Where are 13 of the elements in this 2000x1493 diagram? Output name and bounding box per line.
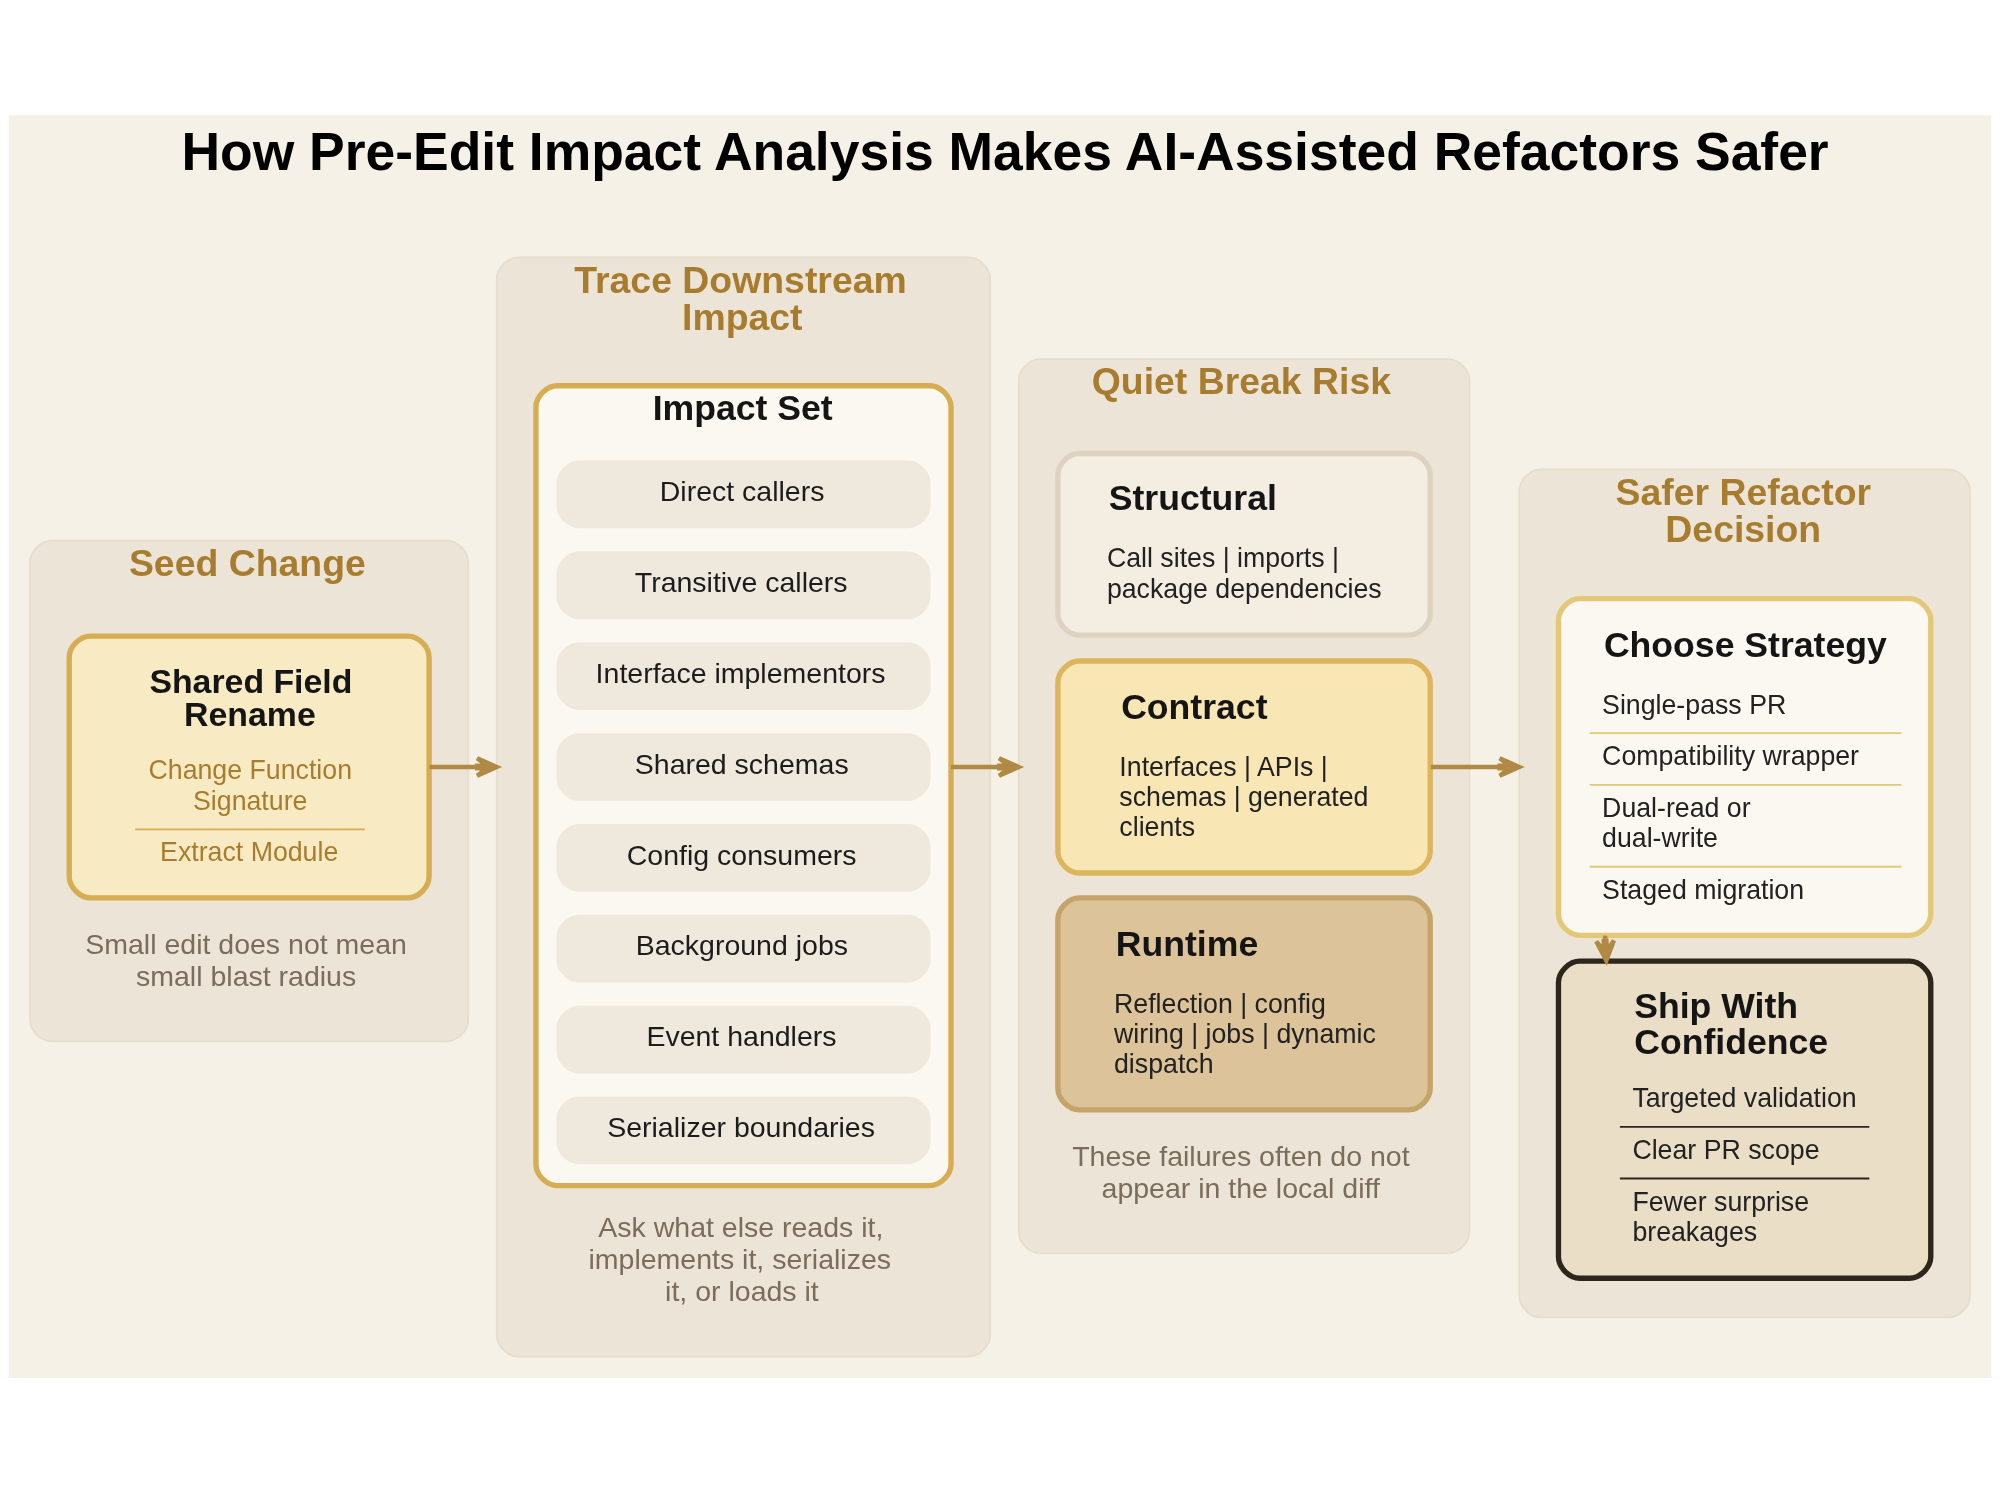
node-box: Runtime Reflection | config wiring | jobs | dynamic dispatch — [1055, 895, 1433, 1113]
node-box: Choose Strategy Single-pass PR Compatibility wrapper Dual-read or dual-write Staged migration — [1555, 596, 1934, 938]
diagram-title: How Pre-Edit Impact Analysis Makes AI-Assisted Refactors Safer — [181, 122, 1829, 182]
node-box: Ship With Confidence Targeted validation Clear PR scope Fewer surprise breakages — [1555, 958, 1934, 1281]
node-label: Ask what else reads it, implements it, serializes it, or loads it — [588, 1210, 892, 1308]
node-label: These failures often do not appear in the local diff — [1072, 1139, 1410, 1204]
node-label: Small edit does not mean small blast radius — [85, 927, 407, 992]
arrow — [1430, 755, 1522, 779]
node-box: Contract Interfaces | APIs | schemas | generated clients — [1055, 658, 1433, 876]
node-box: Structural Call sites | imports | package dependencies — [1055, 450, 1433, 638]
node-box: Shared Field Rename Change Function Signature Extract Module — [66, 633, 432, 901]
arrow — [951, 755, 1021, 779]
arrow — [429, 755, 499, 779]
